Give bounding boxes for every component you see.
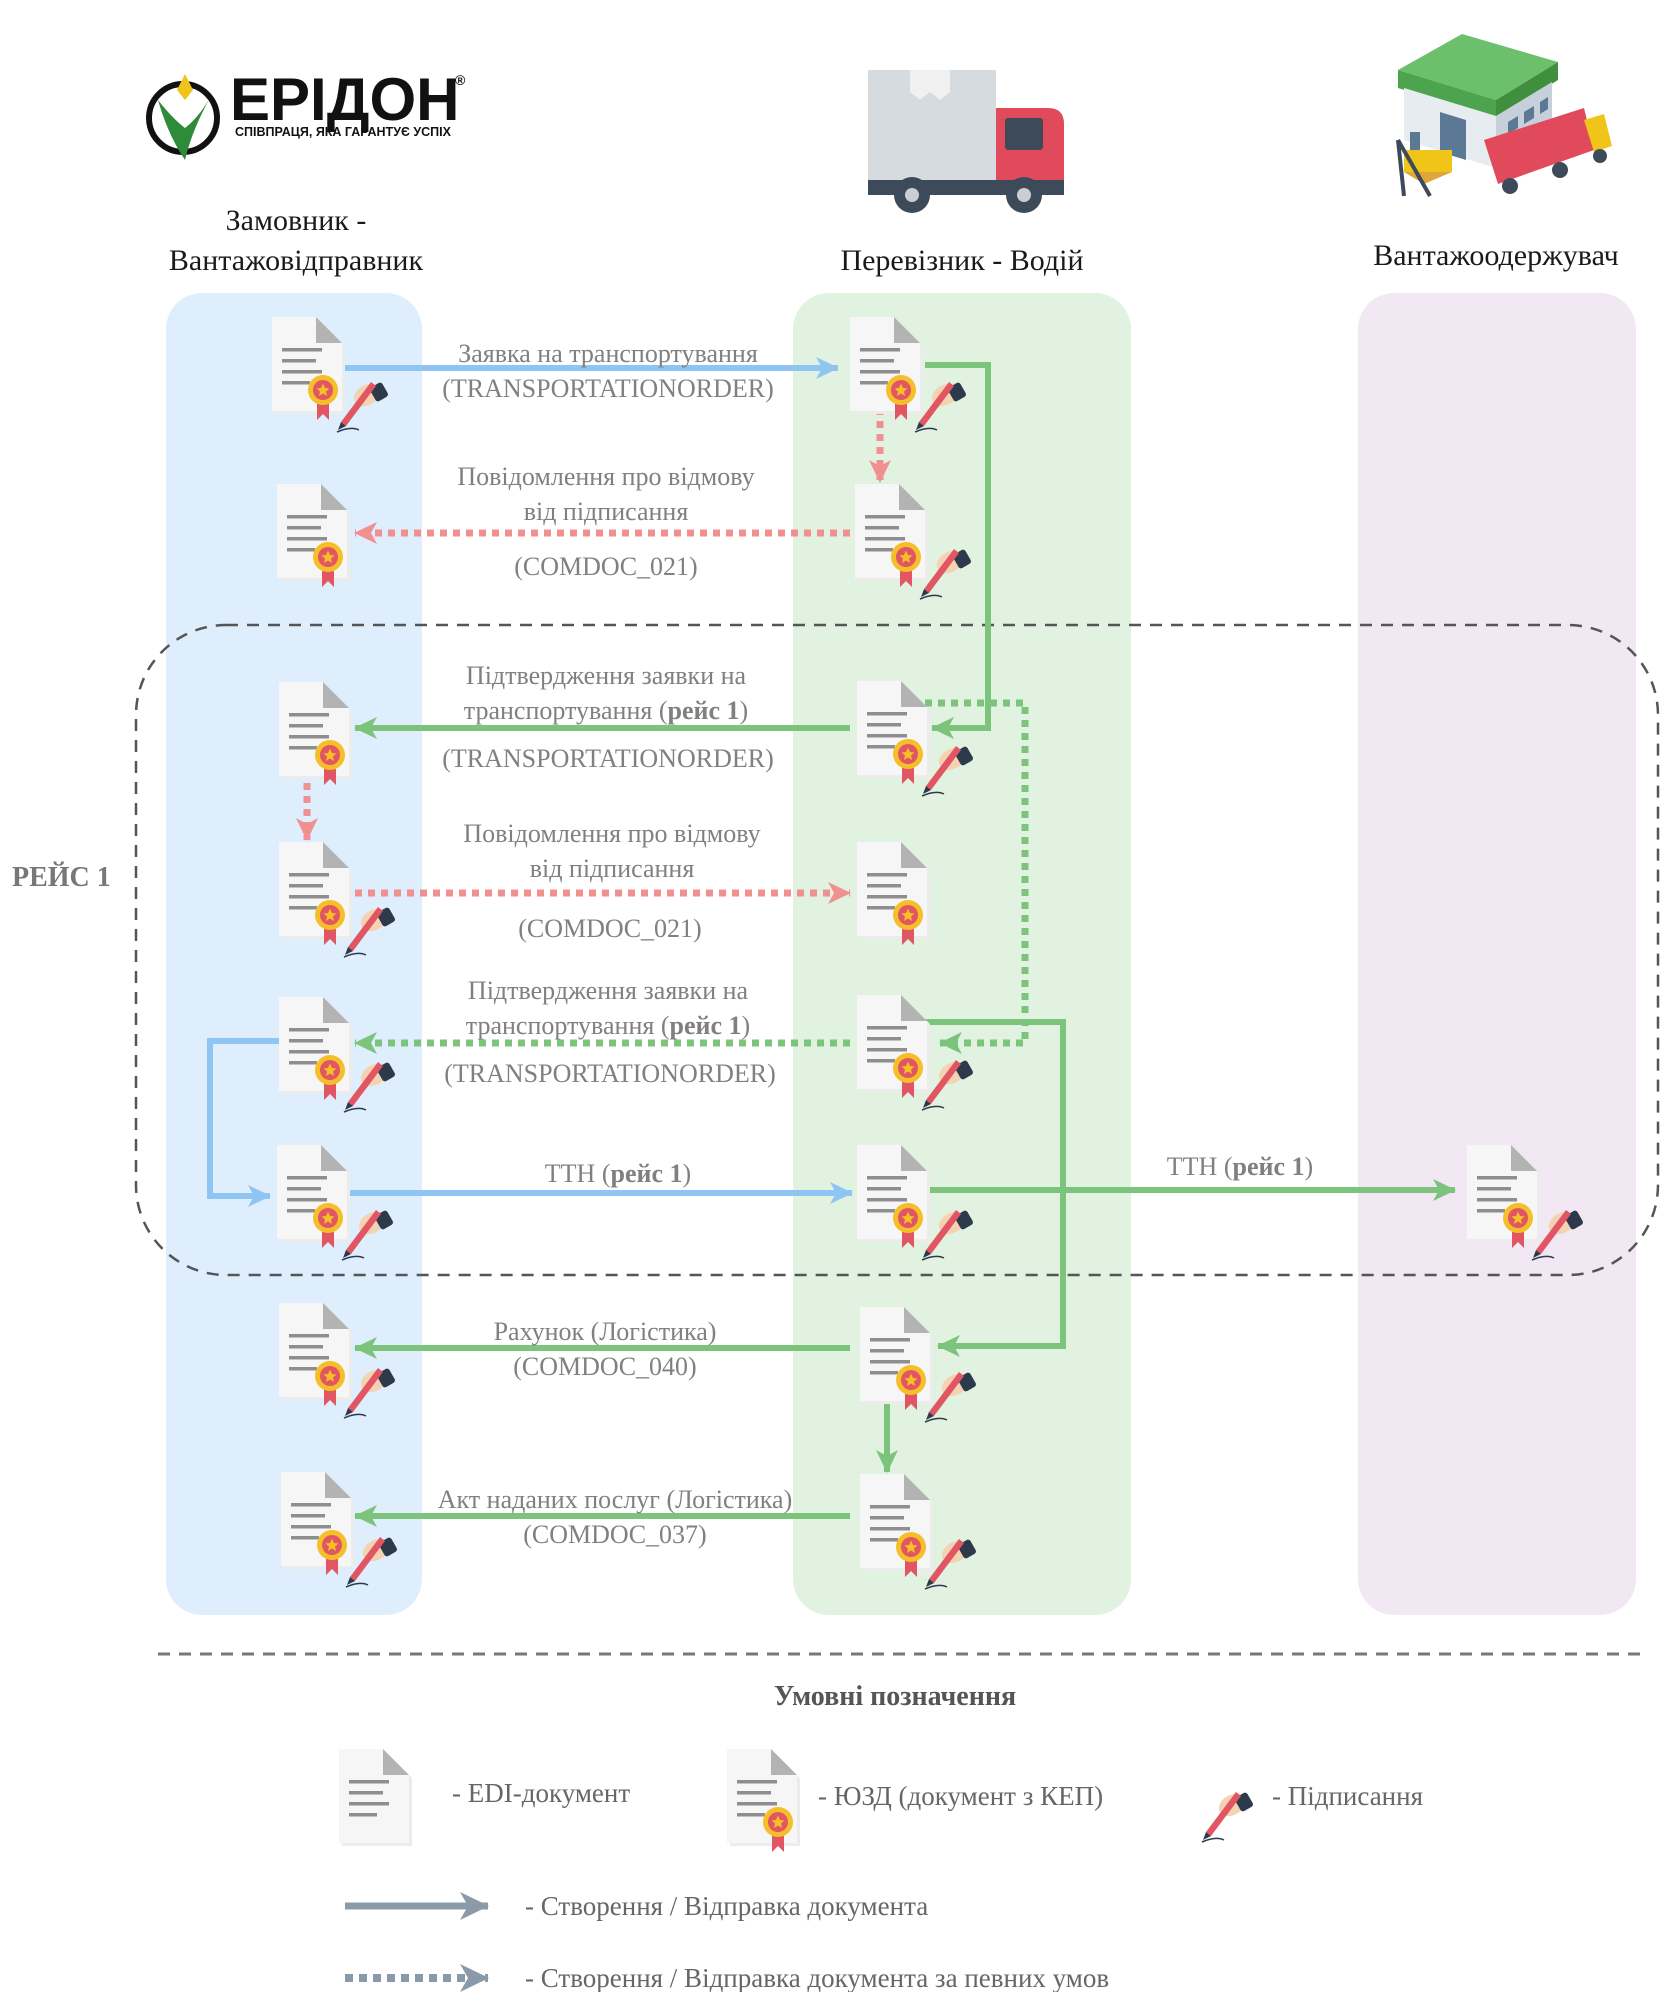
msg-reject2-line2: від підписання <box>530 854 695 883</box>
legend-sign-label: - Підписання <box>1272 1781 1423 1811</box>
msg-confirm2-line3: (TRANSPORTATIONORDER) <box>444 1059 775 1088</box>
arrow-carrier-dotted-loop <box>925 699 1029 1054</box>
trip-group-border <box>134 623 1660 1277</box>
legend-title: Умовні позначення <box>774 1681 1016 1712</box>
legend-dotted-label: - Створення / Відправка документа за пев… <box>525 1963 1109 1992</box>
svg-text:СПІВПРАЦЯ, ЯКА ГАРАНТУЄ УСПІХ: СПІВПРАЦЯ, ЯКА ГАРАНТУЄ УСПІХ <box>235 125 452 139</box>
msg-reject2-line1: Повідомлення про відмову <box>463 819 760 848</box>
legend-sign-icon <box>1201 1788 1255 1843</box>
arrow-carrier-invoice-loop <box>925 1019 1066 1357</box>
legend-solid-label: - Створення / Відправка документа <box>525 1891 928 1921</box>
carrier-column-title: Перевізник - Водій <box>840 244 1083 277</box>
arrow-customer-ttn-loop <box>207 1038 280 1207</box>
msg-ttn-carrier: ТТН (рейс 1) <box>545 1159 691 1188</box>
consignee-lane <box>1358 293 1636 1615</box>
msg-reject-line3: (COMDOC_021) <box>514 552 697 581</box>
legend-yuzd-icon <box>727 1749 800 1852</box>
msg-act-line1: Акт наданих послуг (Логістика) <box>438 1485 793 1514</box>
arrow-carrier-confirm-loop <box>925 362 991 739</box>
truck-icon <box>868 70 1064 213</box>
warehouse-icon <box>1396 34 1612 197</box>
customer-lane <box>166 293 422 1615</box>
legend-edi-label: - EDI-документ <box>452 1778 630 1808</box>
svg-text:®: ® <box>455 72 466 88</box>
company-logo: ЕРІДОН ® СПІВПРАЦЯ, ЯКА ГАРАНТУЄ УСПІХ <box>146 66 466 160</box>
msg-invoice-line1: Рахунок (Логістика) <box>494 1317 717 1346</box>
trip-group-label: РЕЙС 1 <box>12 862 111 893</box>
msg-order-line2: (TRANSPORTATIONORDER) <box>442 374 773 403</box>
customer-column-title-2: Вантажовідправник <box>169 244 424 277</box>
legend-edi-icon <box>339 1749 412 1846</box>
msg-confirm-line1: Підтвердження заявки на <box>466 661 747 690</box>
msg-act-line2: (COMDOC_037) <box>523 1520 706 1549</box>
legend-yuzd-label: - ЮЗД (документ з КЕП) <box>818 1781 1103 1811</box>
svg-text:ЕРІДОН: ЕРІДОН <box>230 66 459 133</box>
msg-confirm-line3: (TRANSPORTATIONORDER) <box>442 744 773 773</box>
carrier-lane <box>793 293 1131 1615</box>
msg-invoice-line2: (COMDOC_040) <box>513 1352 696 1381</box>
msg-confirm2-line2: транспортування (рейс 1) <box>466 1011 750 1040</box>
msg-confirm-line2: транспортування (рейс 1) <box>464 696 748 725</box>
msg-confirm2-line1: Підтвердження заявки на <box>468 976 749 1005</box>
consignee-column-title: Вантажоодержувач <box>1373 239 1619 272</box>
msg-reject-line1: Повідомлення про відмову <box>457 462 754 491</box>
msg-ttn-consignee: ТТН (рейс 1) <box>1167 1152 1313 1181</box>
customer-column-title-1: Замовник - <box>226 204 367 237</box>
msg-order-line1: Заявка на транспортування <box>458 339 758 368</box>
msg-reject2-line3: (COMDOC_021) <box>518 914 701 943</box>
msg-reject-line2: від підписання <box>524 497 689 526</box>
